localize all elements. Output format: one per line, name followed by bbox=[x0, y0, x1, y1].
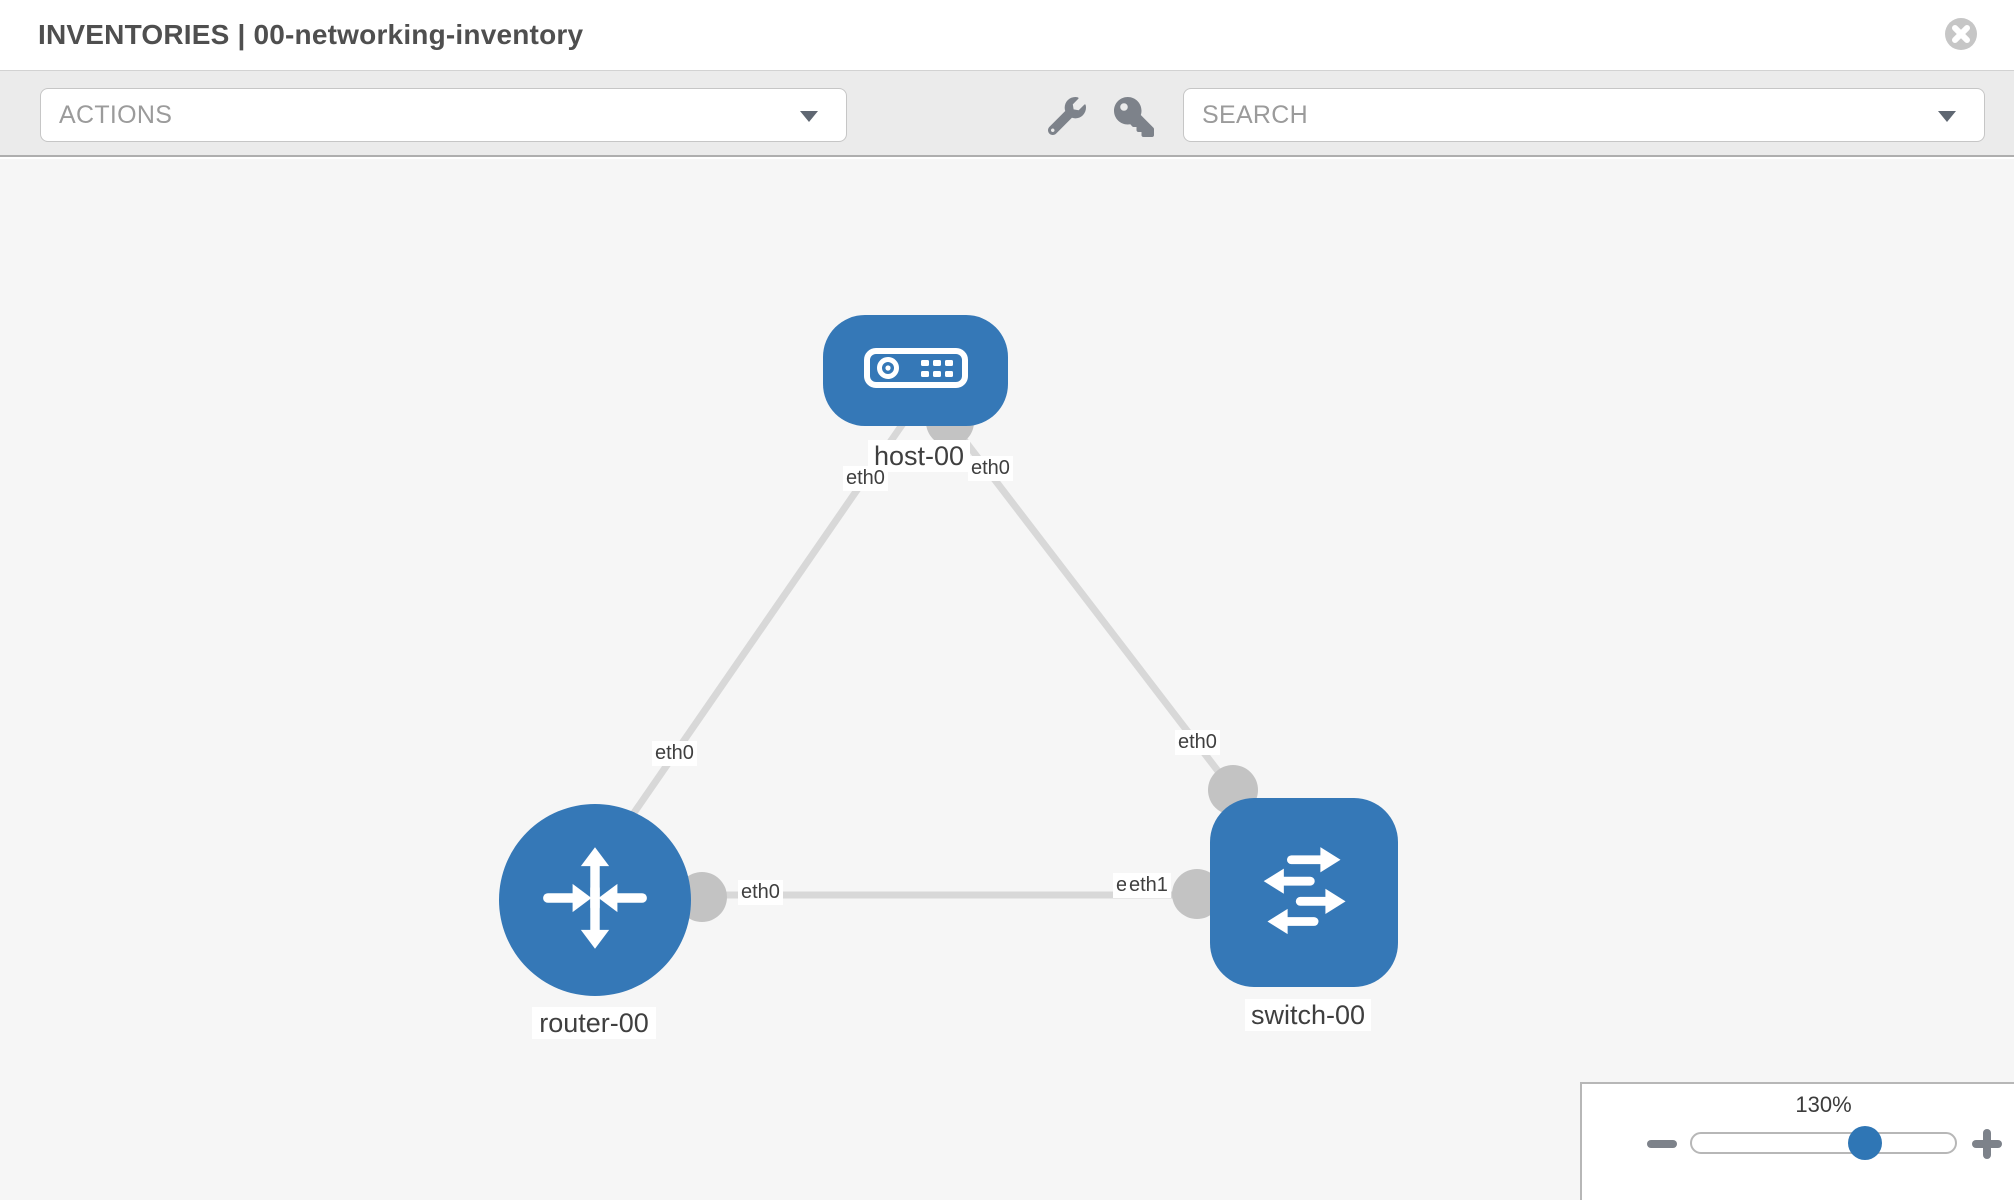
node-label-switch-00: switch-00 bbox=[1245, 999, 1372, 1031]
interface-label-host-eth0-left: eth0 bbox=[843, 466, 888, 491]
zoom-level-value: 130% bbox=[1795, 1092, 1852, 1117]
page-title: INVENTORIES | 00-networking-inventory bbox=[38, 19, 584, 50]
close-button[interactable] bbox=[1944, 17, 1978, 51]
zoom-slider-track[interactable] bbox=[1690, 1132, 1957, 1154]
zoom-out-button[interactable] bbox=[1640, 1126, 1684, 1162]
search-dropdown[interactable]: SEARCH bbox=[1183, 88, 1985, 142]
interface-label-router-eth0-up: eth0 bbox=[652, 741, 697, 766]
switch-icon-node[interactable] bbox=[1210, 798, 1398, 987]
chevron-down-icon bbox=[1938, 111, 1956, 122]
interface-label-router-eth0-right: eth0 bbox=[738, 880, 783, 905]
interface-dot-switch-left bbox=[1172, 869, 1222, 919]
host-icon bbox=[863, 348, 968, 393]
page-header: INVENTORIES | 00-networking-inventory bbox=[0, 0, 2014, 70]
router-icon bbox=[536, 839, 654, 962]
plus-icon bbox=[1983, 1129, 1991, 1159]
zoom-control-panel: 130% bbox=[1580, 1082, 2014, 1200]
interface-label-switch-eth0-up: eth0 bbox=[1175, 730, 1220, 755]
interface-label-switch-eth1-left: eth1 bbox=[1126, 873, 1171, 898]
actions-dropdown[interactable]: ACTIONS bbox=[40, 88, 847, 142]
minus-icon bbox=[1647, 1140, 1677, 1148]
chevron-down-icon bbox=[800, 111, 818, 122]
node-router-00[interactable] bbox=[499, 804, 691, 996]
credentials-button[interactable] bbox=[1114, 97, 1154, 137]
actions-dropdown-label: ACTIONS bbox=[59, 101, 173, 129]
node-label-router-00: router-00 bbox=[532, 1007, 656, 1039]
toolbar: ACTIONS SEARCH bbox=[0, 70, 2014, 157]
topology-canvas[interactable]: host-00 router-00 switch-00 eth0 eth0 et… bbox=[0, 159, 2014, 1200]
configure-button[interactable] bbox=[1047, 97, 1087, 137]
link-host-switch[interactable] bbox=[923, 387, 1260, 825]
switch-icon bbox=[1241, 827, 1367, 958]
search-dropdown-label: SEARCH bbox=[1202, 101, 1308, 129]
node-host-00[interactable] bbox=[823, 315, 1008, 426]
wrench-icon bbox=[1047, 97, 1086, 138]
interface-label-host-eth0-right: eth0 bbox=[968, 456, 1013, 481]
key-icon bbox=[1114, 97, 1154, 140]
zoom-in-button[interactable] bbox=[1965, 1122, 2009, 1166]
topology-links-layer bbox=[568, 387, 1290, 922]
close-icon bbox=[1944, 18, 1978, 54]
zoom-slider-thumb[interactable] bbox=[1848, 1126, 1882, 1160]
